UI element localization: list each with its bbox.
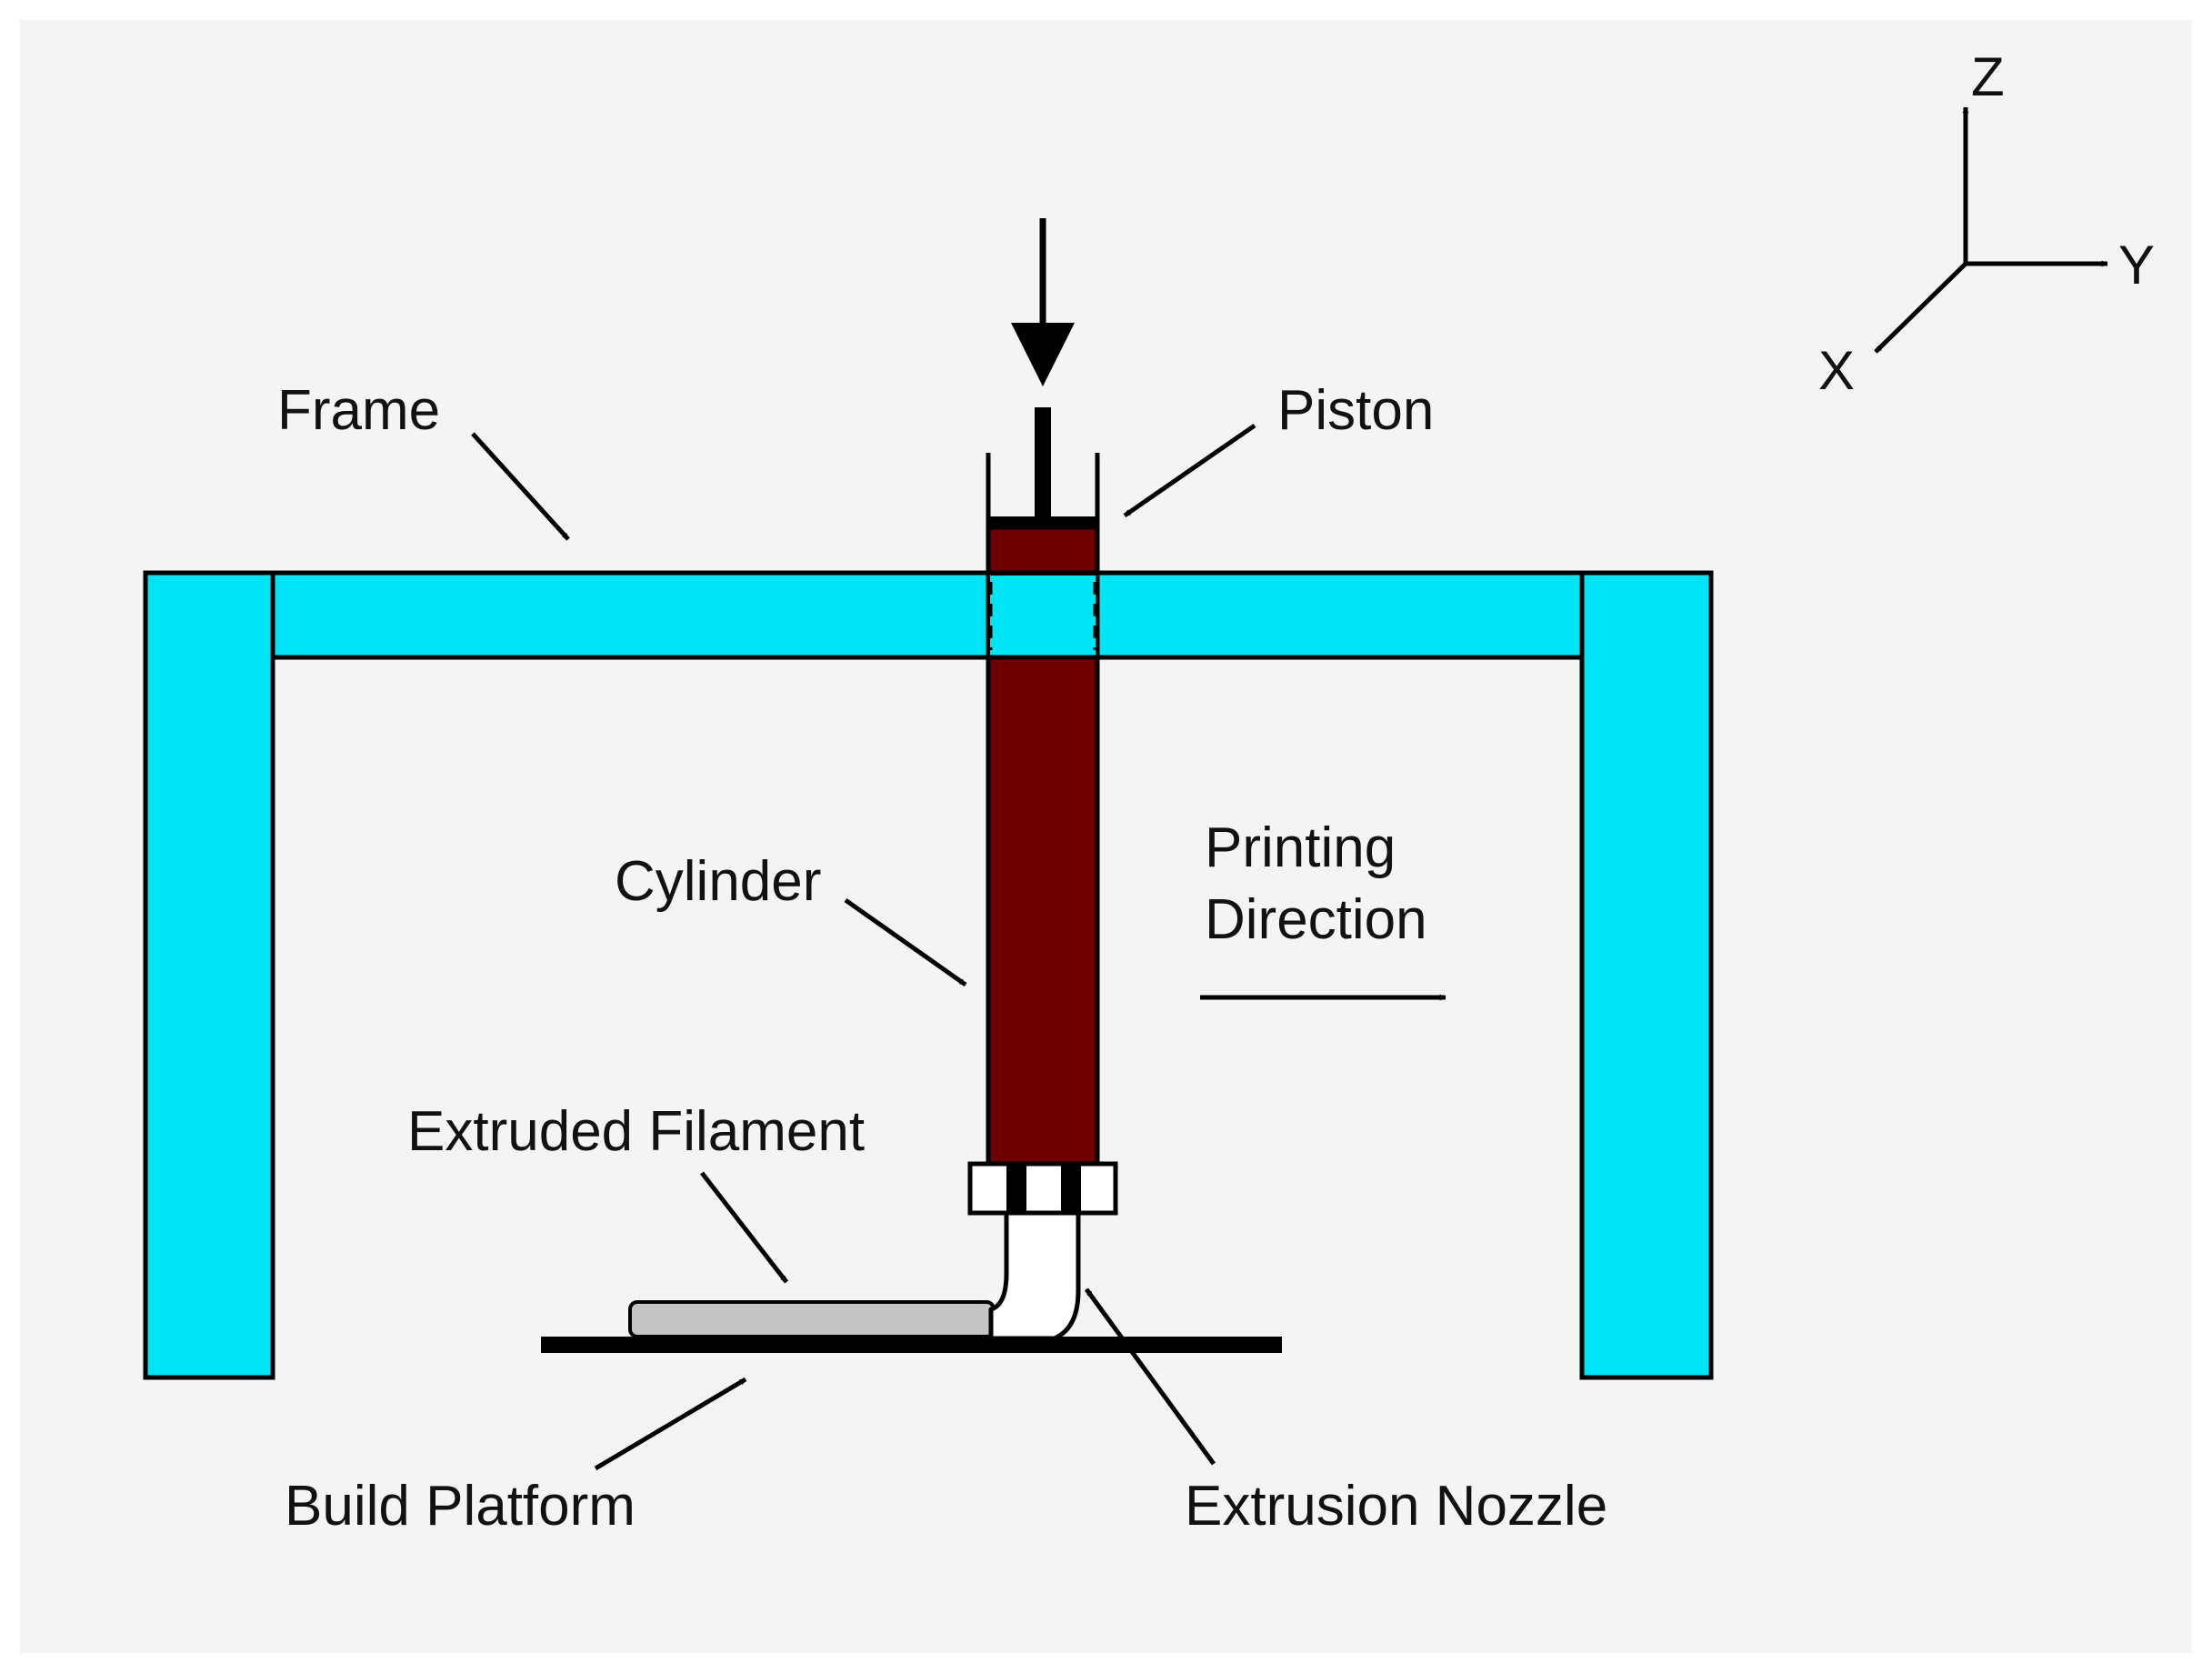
piston-rod: [1035, 407, 1051, 518]
label-piston: Piston: [1277, 379, 1434, 442]
frame-pointer: [471, 432, 570, 541]
cylinder-hidden-section: [990, 576, 1096, 656]
cylinder: [986, 525, 1100, 1167]
axis-label-z: Z: [1971, 46, 2005, 107]
axis-label-x: X: [1818, 340, 1855, 401]
label-cylinder: Cylinder: [615, 850, 821, 913]
extruded-filament: [628, 1300, 996, 1338]
x-axis-arrow: [1874, 262, 1967, 354]
axis-label-y: Y: [2118, 235, 2155, 296]
cylinder-pointer: [844, 897, 967, 987]
extrusion-nozzle: [988, 1210, 1081, 1341]
piston: [986, 407, 1100, 529]
label-extrusion-nozzle: Extrusion Nozzle: [1185, 1475, 1607, 1538]
extrusion-nozzle-pointer: [1084, 1287, 1216, 1466]
build-platform-pointer: [594, 1377, 747, 1471]
build-platform: [541, 1337, 1282, 1353]
extruded-filament-pointer: [700, 1171, 788, 1284]
label-build-platform: Build Platform: [285, 1475, 636, 1538]
label-printing-direction-line2: Direction: [1205, 888, 1427, 951]
piston-pointer: [1123, 423, 1256, 518]
frame: [143, 570, 1714, 1380]
label-printing-direction-line1: Printing: [1205, 816, 1396, 879]
label-frame: Frame: [277, 379, 440, 442]
piston-plate: [988, 516, 1097, 529]
coordinate-axes: Z Y X: [1818, 46, 2155, 401]
frame-left-leg: [143, 570, 275, 1380]
frame-right-leg: [1579, 570, 1714, 1380]
frame-top-beam: [270, 570, 1585, 660]
nozzle-connector: [967, 1161, 1118, 1216]
label-extruded-filament: Extruded Filament: [407, 1100, 865, 1163]
diagram-panel: [20, 20, 2192, 1653]
